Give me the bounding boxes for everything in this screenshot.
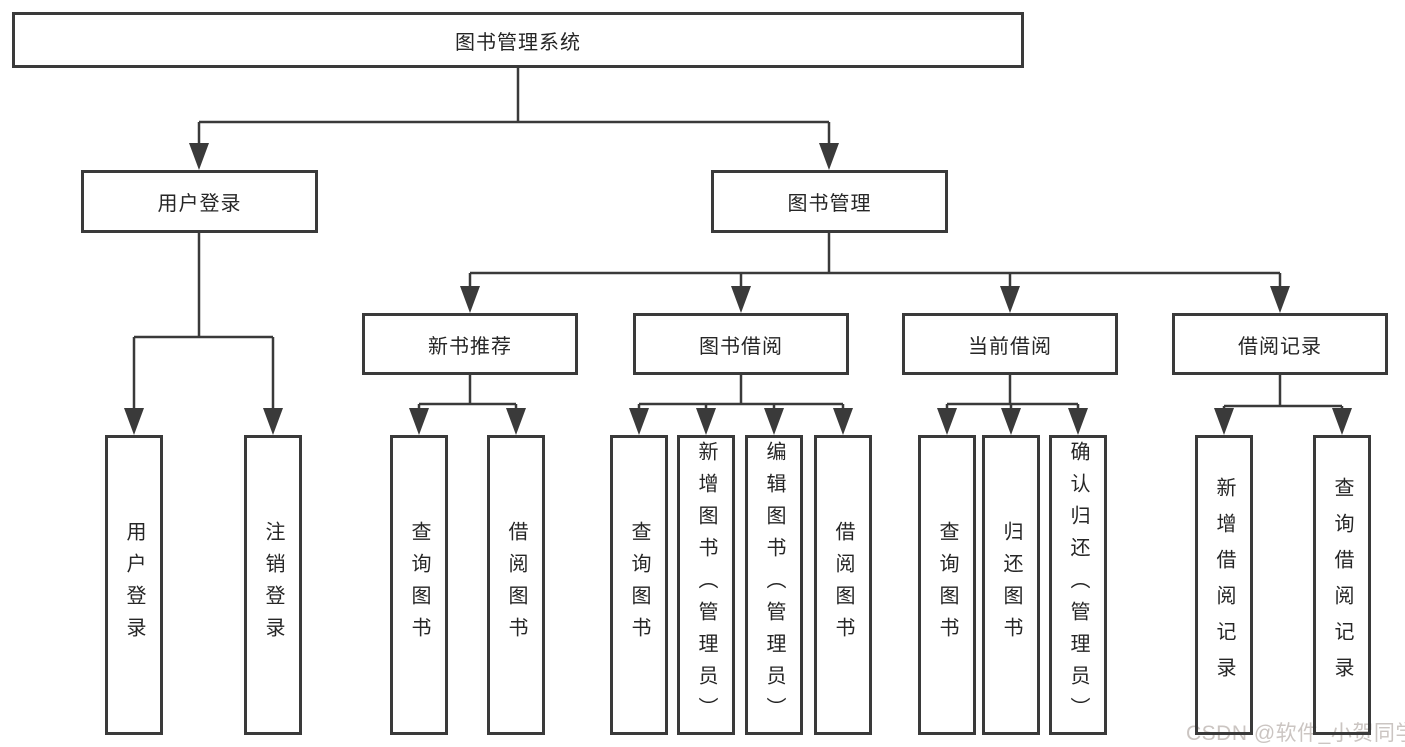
connector-borrow-records-branch [1222, 374, 1344, 413]
leaf-add-borrow-record-label: 新增借阅记录 [1213, 477, 1235, 693]
leaf-add-borrow-record: 新增借阅记录 [1195, 435, 1253, 735]
leaf-query-books-recommend: 查询图书 [390, 435, 448, 735]
connector-book-borrow-branch [637, 374, 845, 413]
leaf-borrow-books-recommend: 借阅图书 [487, 435, 545, 735]
connector-new-book-branch [417, 374, 518, 413]
leaf-add-book-admin-label: 新增图书（管理员） [695, 441, 717, 729]
leaf-query-books-borrowing-label: 查询图书 [628, 521, 650, 649]
leaf-logout-login-label: 注销登录 [262, 521, 284, 649]
leaf-user-login: 用户登录 [105, 435, 163, 735]
node-current-borrowing: 当前借阅 [902, 313, 1118, 375]
leaf-edit-book-admin-label: 编辑图书（管理员） [763, 441, 785, 729]
node-borrowing-records: 借阅记录 [1172, 313, 1388, 375]
leaf-user-login-label: 用户登录 [123, 521, 145, 649]
leaf-query-borrow-record-label: 查询借阅记录 [1331, 477, 1353, 693]
leaf-edit-book-admin: 编辑图书（管理员） [745, 435, 803, 735]
leaf-query-books-recommend-label: 查询图书 [408, 521, 430, 649]
leaf-borrow-books-recommend-label: 借阅图书 [505, 521, 527, 649]
connector-current-borrow-branch [945, 374, 1080, 413]
node-book-management: 图书管理 [711, 170, 948, 233]
leaf-return-books: 归还图书 [982, 435, 1040, 735]
leaf-confirm-return-admin: 确认归还（管理员） [1049, 435, 1107, 735]
leaf-query-books-borrowing: 查询图书 [610, 435, 668, 735]
leaf-borrow-books-borrowing-label: 借阅图书 [832, 521, 854, 649]
node-library-management-system: 图书管理系统 [12, 12, 1024, 68]
csdn-watermark: CSDN @软件_小贺同学 [1186, 722, 1405, 745]
node-book-borrowing: 图书借阅 [633, 313, 849, 375]
leaf-add-book-admin: 新增图书（管理员） [677, 435, 735, 735]
leaf-query-books-current: 查询图书 [918, 435, 976, 735]
connector-root-to-level2 [197, 68, 831, 148]
connector-book-management-branch [468, 233, 1282, 290]
arrowheads [124, 143, 1352, 435]
leaf-return-books-label: 归还图书 [1000, 521, 1022, 649]
leaf-logout-login: 注销登录 [244, 435, 302, 735]
leaf-query-books-current-label: 查询图书 [936, 521, 958, 649]
connector-user-login-branch [132, 233, 275, 413]
node-user-login: 用户登录 [81, 170, 318, 233]
node-new-book-recommendation: 新书推荐 [362, 313, 578, 375]
leaf-query-borrow-record: 查询借阅记录 [1313, 435, 1371, 735]
leaf-borrow-books-borrowing: 借阅图书 [814, 435, 872, 735]
leaf-confirm-return-admin-label: 确认归还（管理员） [1067, 441, 1089, 729]
